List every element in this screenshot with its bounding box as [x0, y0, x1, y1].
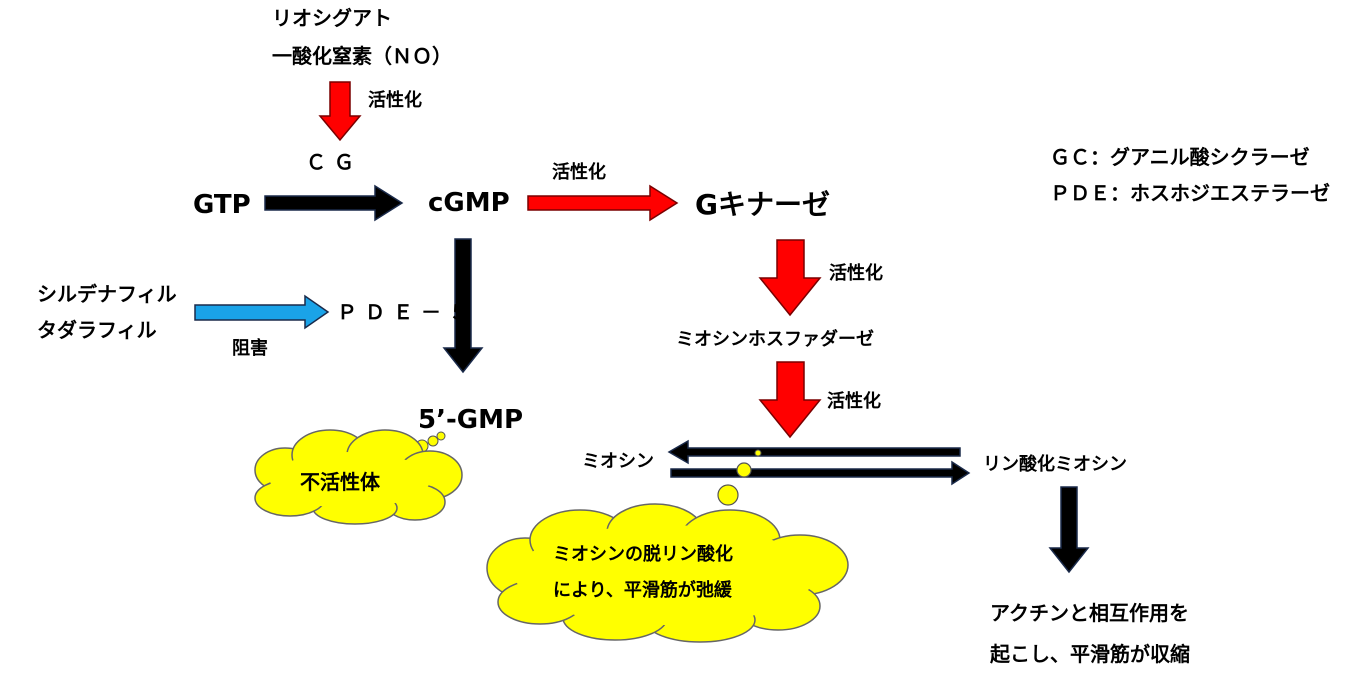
label-activate-gkinase: 活性化	[829, 263, 883, 284]
dot	[736, 462, 752, 478]
node-g-kinase: Gキナーゼ	[695, 188, 830, 221]
small-dot	[754, 449, 762, 457]
activation-arrow-mlcp	[758, 361, 822, 439]
node-cgmp: cGMP	[428, 188, 510, 218]
bubble-trail-dot	[427, 435, 439, 447]
inhibition-arrow	[194, 294, 330, 330]
node-pde5: ＰＤＥ－５	[337, 300, 477, 324]
legend-gc: ＧＣ：グアニル酸シクラーゼ	[1050, 145, 1310, 169]
cloud-relax-line1: ミオシンの脱リン酸化	[553, 544, 733, 565]
dephosphorylation-arrow	[667, 439, 961, 465]
bubble-trail-dot	[717, 484, 739, 506]
node-gtp: GTP	[193, 190, 251, 220]
cloud-relaxation	[486, 503, 849, 643]
drug-sildenafil: シルデナフィル	[37, 282, 177, 306]
bubble-trail-dot	[436, 431, 446, 441]
input-nitric-oxide: 一酸化窒素（ＮＯ）	[272, 44, 452, 68]
outcome-line1: アクチンと相互作用を	[990, 601, 1189, 625]
contraction-arrow	[1048, 486, 1090, 574]
node-myosin-phosphatase: ミオシンホスファダーゼ	[676, 329, 874, 350]
conversion-arrow-cgmp-down	[442, 238, 484, 374]
label-inhibit: 阻害	[232, 338, 268, 359]
cloud-inactive-text: 不活性体	[300, 470, 380, 494]
drug-tadalafil: タダラフィル	[37, 318, 157, 342]
activation-arrow-gkinase	[758, 239, 822, 317]
legend-pde: ＰＤＥ：ホスホジエステラーゼ	[1050, 181, 1330, 205]
outcome-line2: 起こし、平滑筋が収縮	[990, 642, 1190, 666]
cloud-inactive	[254, 429, 463, 525]
node-5-gmp: 5’-GMP	[418, 405, 524, 435]
node-myosin: ミオシン	[582, 451, 654, 472]
conversion-arrow-gtp	[264, 184, 404, 222]
input-riociguat: リオシグアト	[272, 6, 392, 30]
label-activate-mlcp: 活性化	[827, 391, 881, 412]
cloud-relax-line2: により、平滑筋が弛緩	[553, 580, 732, 601]
node-phosphorylated-myosin: リン酸化ミオシン	[983, 454, 1127, 475]
label-activate-cgmp: 活性化	[552, 162, 606, 183]
label-activate-no: 活性化	[368, 90, 422, 111]
activation-arrow-cgmp	[527, 184, 679, 222]
node-gc: ＣＧ	[306, 150, 362, 174]
activation-arrow-no	[318, 81, 362, 142]
phosphorylation-arrow	[670, 460, 971, 486]
